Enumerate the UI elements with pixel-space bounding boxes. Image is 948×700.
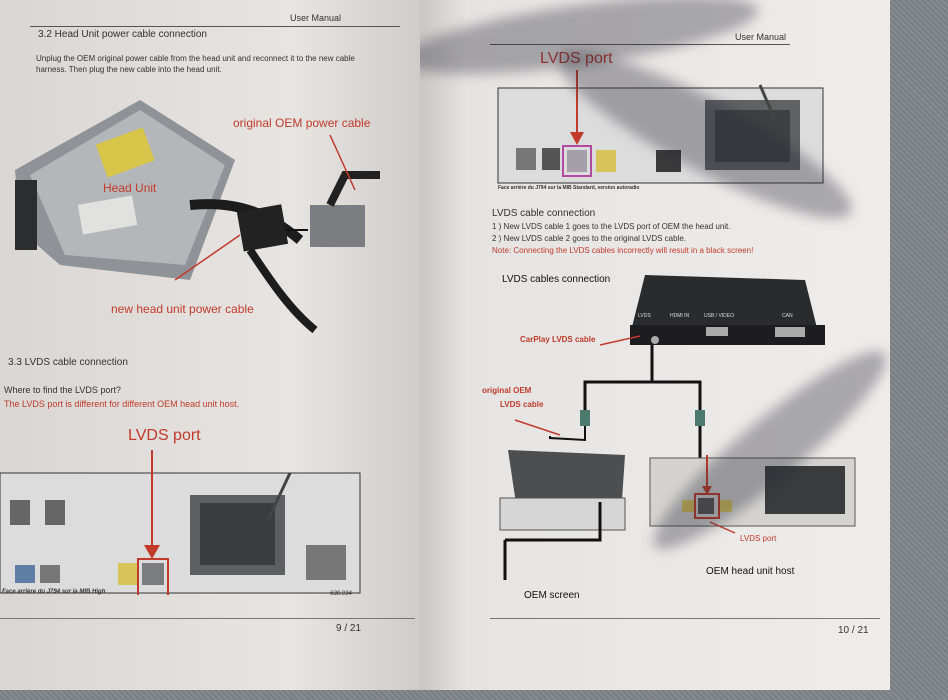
new-head-unit-power-cable-label: new head unit power cable	[111, 302, 254, 316]
lvds-port-heading-right: LVDS port	[540, 50, 613, 67]
page-number-right: 10 / 21	[838, 625, 869, 636]
original-oem-power-cable-label: original OEM power cable	[233, 116, 371, 130]
lvds-note: Note: Connecting the LVDS cables incorre…	[492, 246, 754, 255]
diagram-title: LVDS cables connection	[502, 274, 611, 285]
diagram-lvds-port-label: LVDS port	[740, 534, 777, 543]
lvds-port-heading-left: LVDS port	[128, 427, 201, 444]
photo-caption-right: Face arrière du J794 sur la MIB Standard…	[498, 185, 640, 191]
box-port-lvds: LVDS	[638, 313, 651, 319]
box-port-can: CAN	[782, 313, 793, 319]
header-rule-right	[490, 44, 790, 45]
page-number-left: 9 / 21	[336, 623, 362, 634]
page-header-right: User Manual	[735, 32, 787, 42]
photo-code-left: 638.034	[330, 591, 352, 597]
carplay-lvds-cable-label: CarPlay LVDS cable	[520, 335, 596, 344]
footer-rule-right	[490, 618, 880, 619]
head-unit-photo	[15, 100, 380, 334]
page-header: User Manual	[290, 13, 342, 23]
lvds-connection-diagram	[499, 275, 856, 580]
manual-page-left: User Manual 3.2 Head Unit power cable co…	[0, 0, 420, 690]
footer-rule-left	[0, 618, 415, 619]
lvds-instruction-2: 2 ) New LVDS cable 2 goes to the origina…	[492, 234, 687, 243]
lvds-instruction-1: 1 ) New LVDS cable 1 goes to the LVDS po…	[492, 222, 731, 231]
section-3-3-title: 3.3 LVDS cable connection	[8, 357, 128, 368]
original-oem-lvds-label-line1: original OEM	[482, 386, 532, 395]
section-3-2-body-line1: Unplug the OEM original power cable from…	[36, 54, 355, 63]
section-3-3-question: Where to find the LVDS port?	[4, 385, 121, 395]
section-3-3-answer: The LVDS port is different for different…	[4, 399, 240, 409]
manual-page-right: User Manual LVDS port Face arrière du J7…	[420, 0, 890, 690]
head-unit-rear-photo-left	[0, 450, 361, 595]
head-unit-rear-photo-right	[497, 70, 824, 184]
section-3-2-title: 3.2 Head Unit power cable connection	[38, 29, 207, 40]
header-rule	[30, 26, 400, 27]
oem-head-unit-host-label: OEM head unit host	[706, 566, 795, 577]
section-3-2-body-line2: harness. Then plug the new cable into th…	[36, 65, 222, 74]
box-port-hdmi-in: HDMI IN	[670, 313, 690, 319]
photo-caption-left: Face arrière du J794 sur la MIB High	[2, 589, 106, 595]
lvds-cable-connection-title: LVDS cable connection	[492, 208, 596, 219]
box-port-usb-video: USB / VIDEO	[704, 313, 735, 319]
original-oem-lvds-label-line2: LVDS cable	[500, 400, 544, 409]
head-unit-label: Head Unit	[103, 181, 157, 195]
oem-screen-label: OEM screen	[524, 590, 580, 601]
